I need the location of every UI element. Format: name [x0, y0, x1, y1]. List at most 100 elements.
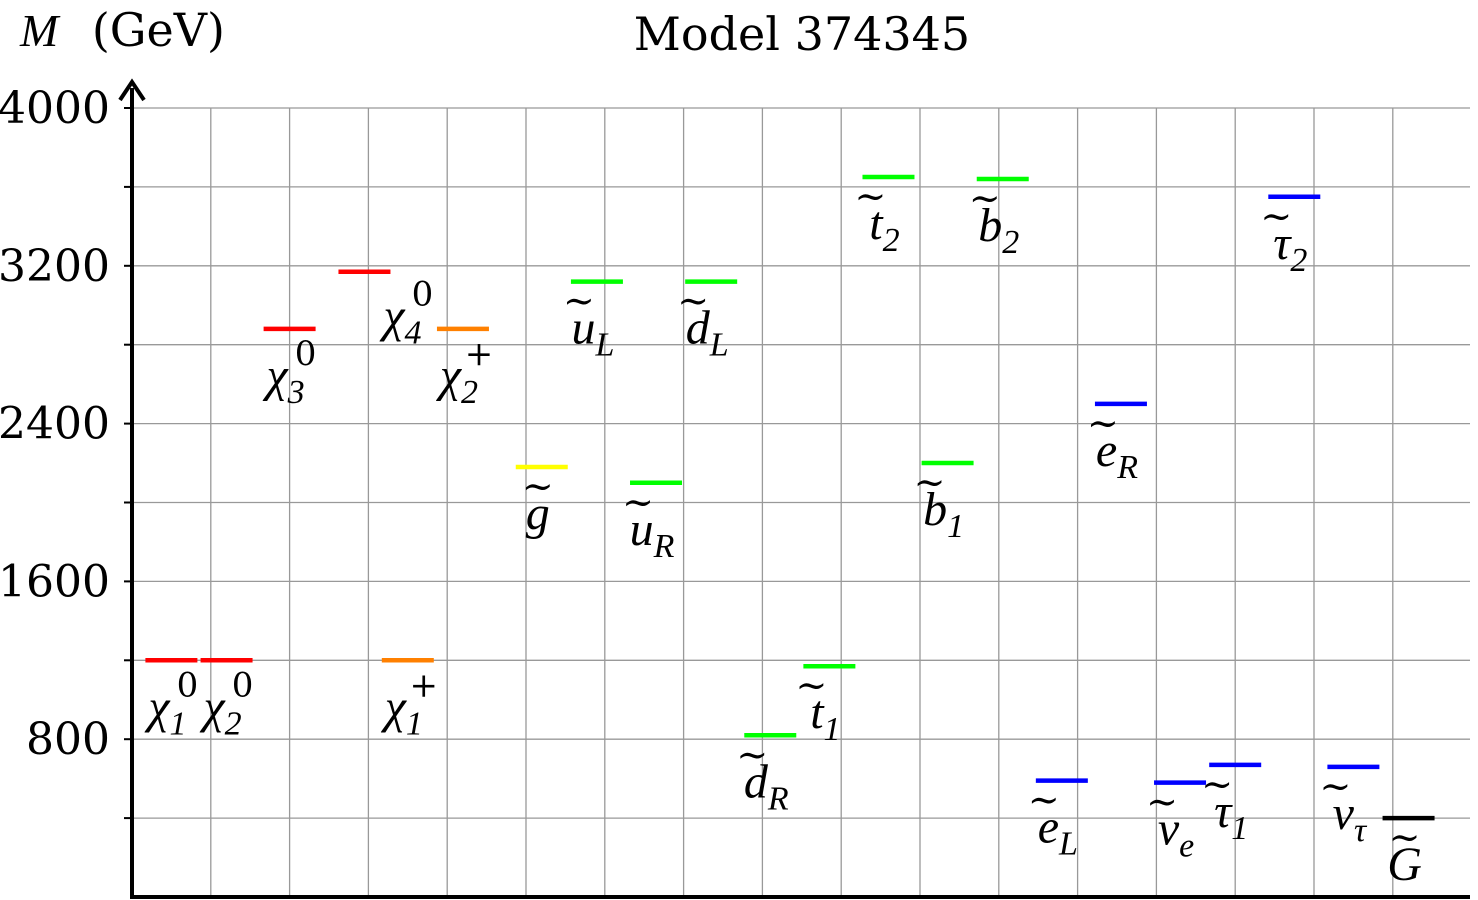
label-t2: t2	[869, 197, 899, 259]
y-axis-label: M (GeV)	[19, 3, 225, 57]
label-eL: eL	[1038, 801, 1078, 863]
label-subscript: R	[653, 528, 675, 565]
label-gluino: g	[526, 487, 550, 540]
label-subscript: 3	[287, 374, 305, 411]
y-ticks: 800 1600 2400 3200 4000	[0, 83, 132, 820]
label-nutau: ντ	[1333, 787, 1368, 849]
label-subscript: e	[1179, 828, 1194, 865]
label-subscript: 1	[169, 705, 186, 742]
label-base: χ	[199, 680, 226, 733]
tilde-dL: ~	[677, 279, 709, 323]
label-uL: uL	[571, 302, 614, 364]
label-base: t	[810, 686, 825, 739]
tilde-t1: ~	[795, 663, 827, 707]
tilde-t2: ~	[855, 174, 887, 218]
y-tick-label: 4000	[0, 83, 110, 134]
label-subscript: 1	[406, 705, 423, 742]
label-subscript: τ	[1354, 812, 1368, 849]
label-dL: dL	[686, 302, 729, 364]
label-subscript: R	[1116, 449, 1138, 486]
label-base: b	[978, 199, 1002, 252]
y-tick-label: 1600	[0, 556, 110, 607]
label-superscript-chi10: 0	[177, 665, 199, 705]
label-subscript: L	[1058, 826, 1078, 863]
tilde-uL: ~	[563, 279, 595, 323]
label-superscript-chi40: 0	[412, 275, 434, 315]
label-b1: b1	[923, 483, 964, 545]
label-base: g	[526, 487, 550, 540]
label-subscript: 2	[883, 222, 900, 259]
tilde-gluino: ~	[522, 464, 554, 508]
axes	[118, 78, 1470, 899]
label-base: u	[571, 302, 595, 355]
label-base: u	[630, 503, 654, 556]
label-subscript: R	[767, 780, 789, 817]
label-base: b	[923, 483, 947, 536]
y-tick-label: 3200	[0, 241, 110, 292]
tilde-nue: ~	[1146, 780, 1178, 824]
label-base: χ	[144, 680, 171, 733]
label-base: e	[1038, 801, 1059, 854]
label-subscript: 2	[1002, 224, 1019, 261]
label-superscript-chi30: 0	[295, 334, 317, 374]
label-superscript-chi20: 0	[232, 665, 254, 705]
label-subscript: 2	[225, 705, 242, 742]
tilde-nutau: ~	[1319, 764, 1351, 808]
label-subscript: 4	[405, 315, 422, 352]
chart-title: Model 374345	[634, 7, 970, 61]
label-base: G	[1387, 838, 1422, 891]
label-dR: dR	[744, 755, 789, 817]
tilde-dR: ~	[736, 732, 768, 776]
label-base: χ	[436, 349, 463, 402]
label-eR: eR	[1096, 424, 1138, 486]
label-chi2p: χ2	[436, 349, 478, 411]
label-subscript: 1	[824, 711, 841, 748]
y-axis-label-unit: (GeV)	[92, 3, 225, 57]
y-tick-label: 2400	[0, 399, 110, 450]
tilde-eR: ~	[1087, 401, 1119, 445]
label-base: τ	[1273, 217, 1292, 270]
label-uR: uR	[630, 503, 675, 565]
label-base: χ	[379, 290, 406, 343]
label-subscript: 1	[947, 508, 964, 545]
label-chi40: χ4	[379, 290, 421, 352]
tilde-tau2: ~	[1260, 194, 1292, 238]
label-subscript: 2	[1290, 242, 1307, 279]
label-superscript-chi1p: +	[410, 665, 439, 705]
label-gravitino: G	[1387, 838, 1422, 891]
tilde-tau1: ~	[1201, 762, 1233, 806]
y-axis-label-symbol: M	[19, 5, 61, 56]
label-chi1p: χ1	[381, 680, 423, 742]
y-axis-arrow	[118, 78, 146, 102]
label-tau1: τ1	[1214, 785, 1248, 847]
tilde-b2: ~	[969, 176, 1001, 220]
label-base: t	[869, 197, 884, 250]
y-tick-label: 800	[26, 714, 110, 765]
label-base: ν	[1333, 787, 1355, 840]
label-base: ν	[1158, 803, 1180, 856]
label-chi20: χ2	[199, 680, 241, 742]
tilde-b1: ~	[914, 460, 946, 504]
tilde-uR: ~	[622, 480, 654, 524]
label-tau2: τ2	[1273, 217, 1307, 279]
label-chi10: χ1	[144, 680, 186, 742]
label-base: χ	[381, 680, 408, 733]
label-subscript: L	[594, 327, 614, 364]
label-subscript: L	[709, 327, 729, 364]
label-b2: b2	[978, 199, 1019, 261]
label-t1: t1	[810, 686, 840, 748]
label-nue: νe	[1158, 803, 1194, 865]
label-subscript: 1	[1231, 810, 1248, 847]
label-base: d	[744, 755, 769, 808]
label-base: χ	[263, 349, 290, 402]
tilde-eL: ~	[1028, 778, 1060, 822]
label-base: d	[686, 302, 711, 355]
label-base: e	[1096, 424, 1117, 477]
label-superscript-chi2p: +	[465, 334, 494, 374]
label-subscript: 2	[461, 374, 478, 411]
label-chi30: χ3	[263, 349, 305, 411]
tilde-gravitino: ~	[1389, 815, 1421, 859]
label-base: τ	[1214, 785, 1233, 838]
